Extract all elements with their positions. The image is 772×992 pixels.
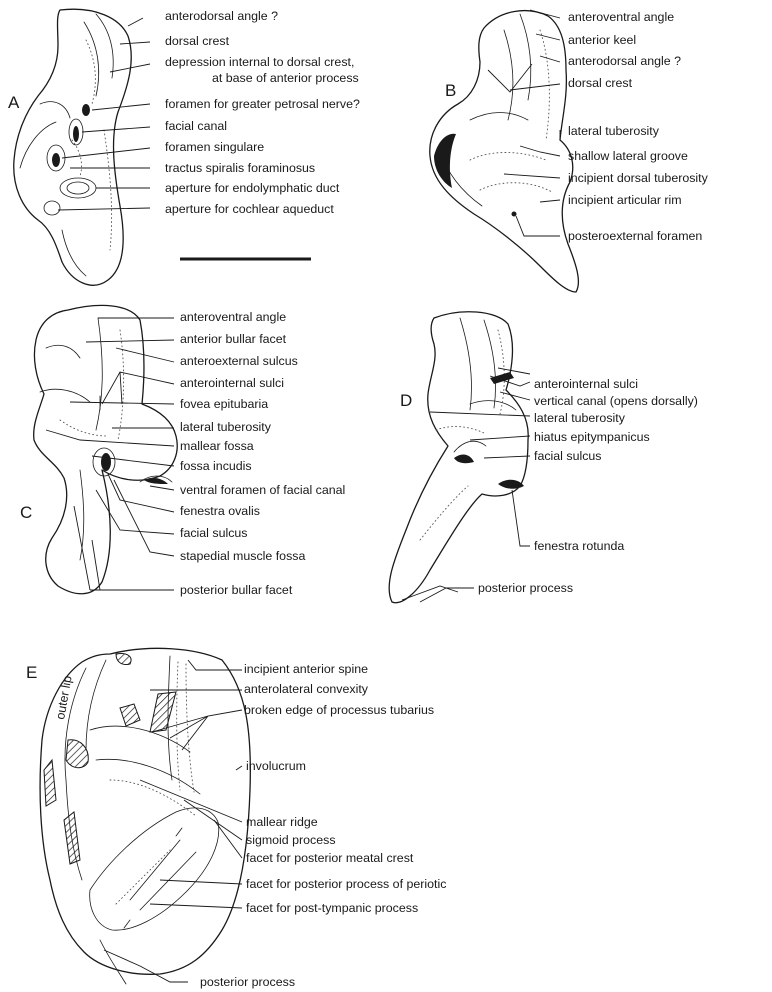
posteroexternal-foramen-dot	[512, 212, 517, 217]
periotic-outline-c	[34, 305, 178, 593]
panel-e: E incipient anterior spine anterola	[26, 648, 446, 989]
label-ventral-foramen-facial-canal: ventral foramen of facial canal	[180, 483, 345, 497]
label-incipient-anterior-spine: incipient anterior spine	[244, 662, 368, 676]
label-posteroexternal-foramen: posteroexternal foramen	[568, 229, 702, 243]
label-fenestra-rotunda: fenestra rotunda	[534, 539, 624, 553]
label-facial-sulcus-c: facial sulcus	[180, 526, 248, 540]
label-posterior-bullar-facet: posterior bullar facet	[180, 583, 293, 597]
label-shallow-lateral-groove: shallow lateral groove	[568, 149, 688, 163]
label-lateral-tuberosity-b: lateral tuberosity	[568, 124, 660, 138]
label-lateral-tuberosity-c: lateral tuberosity	[180, 420, 272, 434]
label-post-tympanic-process: facet for post-tympanic process	[246, 901, 418, 915]
label-facial-sulcus-d: facial sulcus	[534, 449, 602, 463]
label-anterointernal-sulci-d: anterointernal sulci	[534, 377, 638, 391]
label-posterior-meatal-crest: facet for posterior meatal crest	[246, 851, 414, 865]
label-incipient-dorsal-tuberosity: incipient dorsal tuberosity	[568, 171, 709, 185]
label-posterior-process-d: posterior process	[478, 581, 573, 595]
label-posterior-process-periotic: facet for posterior process of periotic	[246, 877, 446, 891]
panel-letter-c: C	[20, 503, 32, 522]
panel-a: A anterodorsal angle ? dorsal crest depr…	[8, 9, 360, 285]
broken-edge-hatch-5	[64, 812, 80, 864]
greater-petrosal-foramen	[82, 104, 90, 116]
label-incipient-articular-rim: incipient articular rim	[568, 193, 682, 207]
label-posterior-process-e: posterior process	[200, 975, 295, 989]
tympanic-bulla-outline-e	[40, 648, 250, 974]
label-endolymphatic-aperture: aperture for endolymphatic duct	[165, 181, 340, 195]
outer-lip-edge	[86, 660, 106, 750]
fenestra-rotunda-d	[498, 480, 524, 489]
panel-letter-b: B	[445, 81, 456, 100]
periotic-outline-a	[14, 9, 132, 285]
panel-letter-d: D	[400, 391, 412, 410]
label-dorsal-crest: dorsal crest	[165, 34, 230, 48]
label-fenestra-ovalis: fenestra ovalis	[180, 504, 260, 518]
label-anterolateral-convexity: anterolateral convexity	[244, 682, 369, 696]
broken-edge-hatch-3	[116, 653, 131, 664]
label-involucrum: involucrum	[246, 759, 306, 773]
panel-letter-e: E	[26, 663, 37, 682]
label-anteroventral-angle-b: anteroventral angle	[568, 10, 674, 24]
label-anteroexternal-sulcus: anteroexternal sulcus	[180, 354, 298, 368]
label-broken-edge-processus: broken edge of processus tubarius	[244, 703, 434, 717]
label-fossa-incudis: fossa incudis	[180, 459, 252, 473]
label-outer-lip: outer lip	[53, 675, 74, 721]
broken-edge-hatch-2	[66, 740, 88, 768]
label-anterior-keel: anterior keel	[568, 33, 636, 47]
broken-edge-hatch-1	[44, 760, 56, 806]
endolymphatic-aperture	[60, 178, 96, 198]
label-dorsal-crest-b: dorsal crest	[568, 76, 633, 90]
label-anterodorsal-angle: anterodorsal angle ?	[165, 9, 278, 23]
label-tractus-spiralis: tractus spiralis foraminosus	[165, 161, 315, 175]
label-anterior-bullar-facet: anterior bullar facet	[180, 332, 287, 346]
panel-c: C anteroventral angle anterior bullar fa…	[20, 305, 345, 597]
periotic-outline-b	[430, 11, 579, 292]
label-greater-petrosal-foramen: foramen for greater petrosal nerve?	[165, 97, 360, 111]
label-cochlear-aqueduct: aperture for cochlear aqueduct	[165, 202, 334, 216]
label-foramen-singulare: foramen singulare	[165, 140, 264, 154]
label-depression-dorsal-crest: depression internal to dorsal crest,	[165, 55, 354, 69]
label-lateral-tuberosity-d: lateral tuberosity	[534, 411, 626, 425]
posterior-facet-outline	[90, 808, 219, 930]
panel-d: D anterointernal sulci vertical canal (o…	[389, 312, 698, 603]
label-anterointernal-sulci-c: anterointernal sulci	[180, 376, 284, 390]
label-sigmoid-process: sigmoid process	[246, 833, 336, 847]
cochlear-aqueduct-aperture	[44, 201, 60, 215]
label-fovea-epitubaria: fovea epitubaria	[180, 397, 268, 411]
label-anteroventral-angle-c: anteroventral angle	[180, 310, 286, 324]
broken-edge-hatch-6	[120, 704, 140, 726]
label-hiatus-epitympanicus: hiatus epitympanicus	[534, 430, 650, 444]
label-vertical-canal: vertical canal (opens dorsally)	[534, 394, 698, 408]
label-anterodorsal-angle-b: anterodorsal angle ?	[568, 54, 681, 68]
label-stapedial-muscle-fossa: stapedial muscle fossa	[180, 549, 305, 563]
label-mallear-fossa: mallear fossa	[180, 439, 254, 453]
panel-b: B anteroventral angle anterior keel ante…	[430, 10, 709, 292]
panel-letter-a: A	[8, 93, 20, 112]
label-facial-canal: facial canal	[165, 119, 227, 133]
label-mallear-ridge: mallear ridge	[246, 815, 318, 829]
label-depression-dorsal-crest-line2: at base of anterior process	[212, 71, 359, 85]
